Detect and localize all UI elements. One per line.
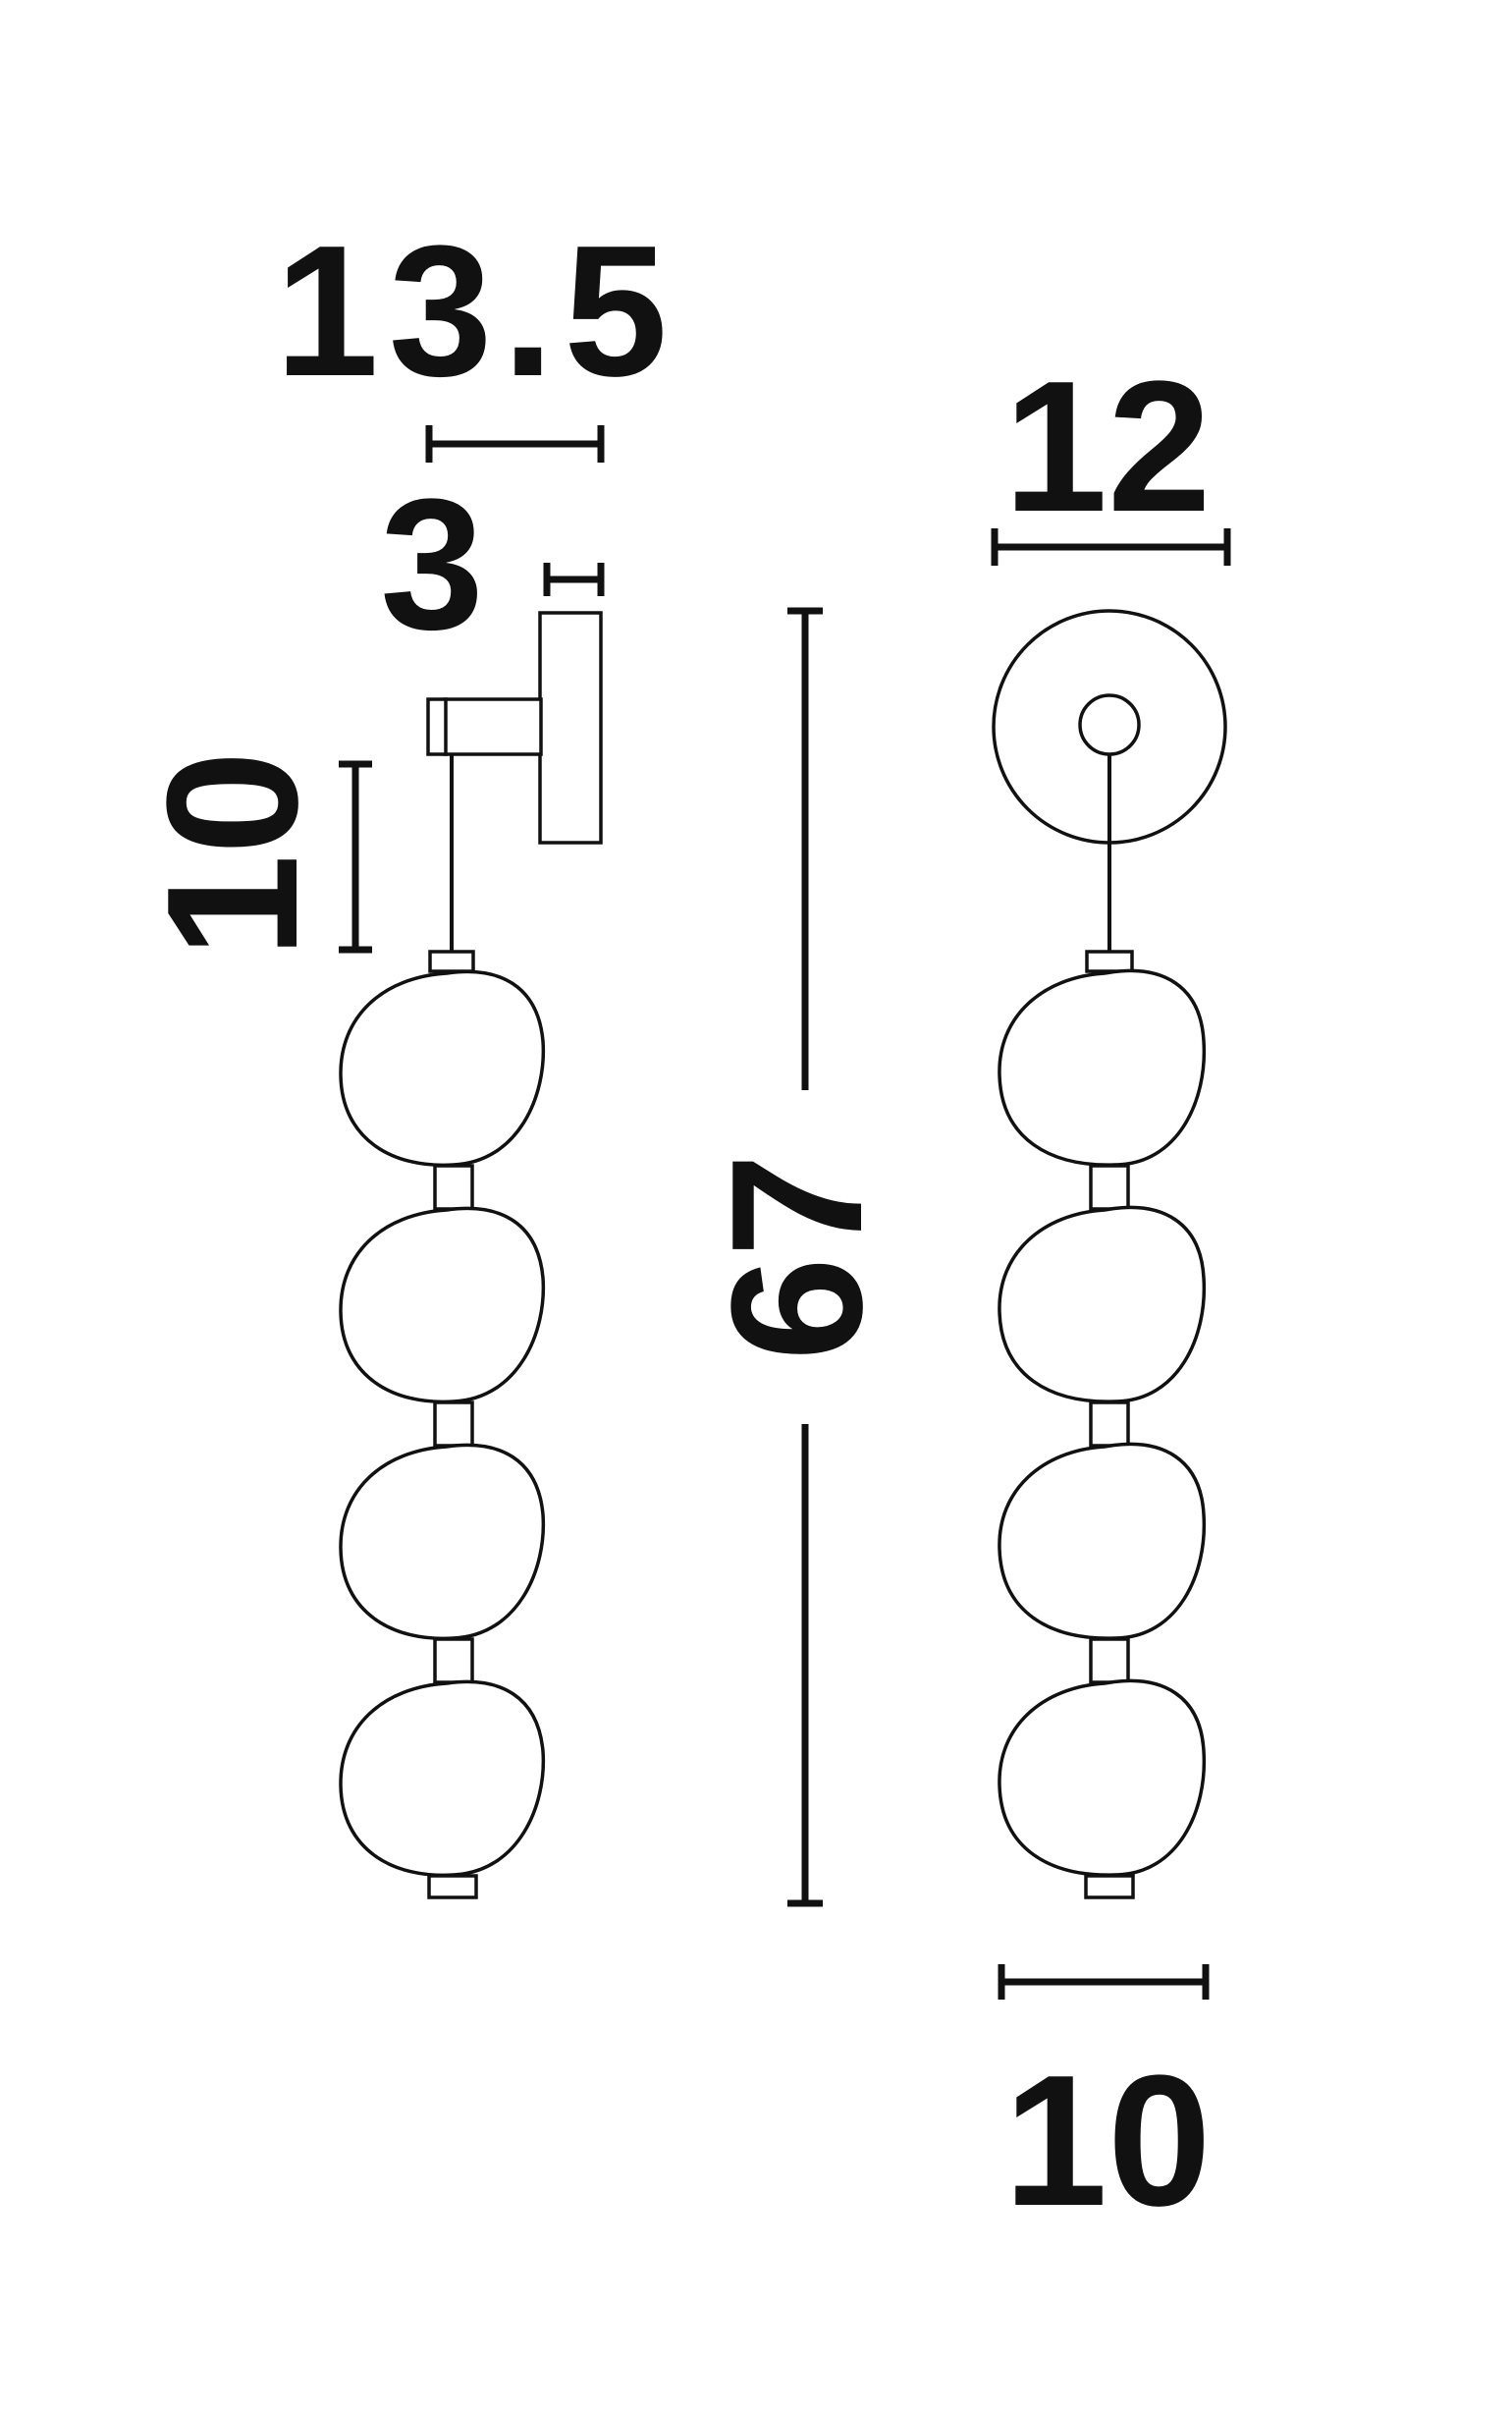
bottom-finial [1084, 1874, 1135, 1899]
dim-line-canopy-diameter [991, 528, 1231, 566]
glass-globe [339, 1443, 546, 1641]
side-view [339, 611, 603, 1899]
dim-label-total-height: 67 [693, 1153, 901, 1360]
arm-end-cap [426, 697, 448, 756]
globe-connector [433, 1637, 474, 1684]
globe-connector [433, 1400, 474, 1448]
dim-label-canopy-diameter: 12 [1003, 343, 1211, 551]
wall-plate [538, 611, 603, 845]
globe-connector [433, 1164, 474, 1211]
dim-label-shade-width: 10 [1003, 2037, 1211, 2245]
glass-globe [339, 1206, 546, 1404]
dim-line-plate-thickness [543, 563, 605, 596]
glass-globe [339, 969, 546, 1168]
globe-connector [1089, 1637, 1130, 1684]
dim-line-total-height [787, 607, 823, 1907]
glass-globe [998, 968, 1207, 1167]
dim-line-canopy-depth [425, 425, 605, 463]
glass-globe [998, 1205, 1207, 1403]
dim-label-drop: 10 [129, 750, 337, 958]
dim-line-drop [339, 760, 372, 954]
top-connector [428, 950, 475, 973]
top-connector [1085, 950, 1134, 973]
globe-connector [1089, 1400, 1130, 1448]
glass-globe [998, 1678, 1207, 1877]
canopy-center-hub [1078, 693, 1141, 756]
bottom-finial [427, 1874, 478, 1899]
dim-label-canopy-depth: 13.5 [275, 207, 677, 415]
globe-connector [1089, 1164, 1130, 1211]
glass-globe [339, 1679, 546, 1878]
glass-globe [998, 1442, 1207, 1640]
dim-line-shade-width [998, 1964, 1210, 2000]
dim-label-plate-thickness: 3 [380, 461, 484, 669]
front-view [992, 609, 1227, 1899]
mounting-arm [443, 697, 543, 756]
